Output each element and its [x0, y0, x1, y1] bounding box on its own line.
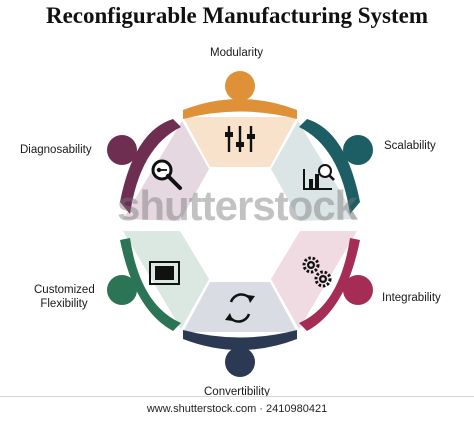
diagram-title: Reconfigurable Manufacturing System [45, 3, 429, 28]
label-diagnosability: Diagnosability [20, 144, 92, 156]
label-customized-flexibility: Customized Flexibility [34, 283, 95, 311]
label-customized-line2: Flexibility [40, 298, 88, 310]
segment-customized-flexibility [107, 231, 209, 331]
footer-bar [0, 396, 474, 422]
frame-icon [149, 261, 180, 285]
label-customized-line1: Customized [34, 284, 95, 296]
segment-integrability [271, 231, 373, 331]
sync-arrows-icon [225, 293, 255, 323]
segment-convertibility [183, 282, 297, 377]
magnifier-key-icon [151, 159, 182, 190]
footer-text: www.shutterstock.com · 2410980421 [146, 403, 328, 415]
label-modularity: Modularity [210, 47, 264, 59]
segment-scalability [271, 119, 373, 221]
sliders-icon [225, 126, 255, 152]
label-integrability: Integrability [382, 292, 441, 304]
gears-icon [302, 256, 332, 288]
label-scalability: Scalability [384, 140, 436, 152]
bar-chart-magnifier-icon [303, 164, 335, 190]
segment-modularity [183, 71, 297, 167]
segment-diagnosability [107, 119, 209, 221]
label-convertibility: Convertibility [204, 386, 270, 398]
